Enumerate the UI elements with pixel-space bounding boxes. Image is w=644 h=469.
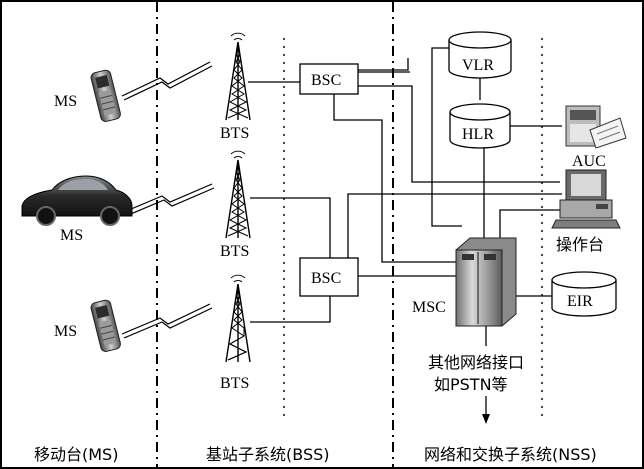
phone-icon [90, 69, 122, 122]
ms-label: MS [60, 227, 83, 244]
phone-icon [90, 299, 122, 352]
bts-label: BTS [220, 243, 249, 260]
radio-link [124, 184, 214, 216]
external-interface-label: 其他网络接口 [428, 353, 524, 372]
ms-label: MS [54, 93, 77, 110]
vlr-label: VLR [462, 57, 494, 74]
server-icon [456, 238, 516, 326]
bts-label: BTS [220, 125, 249, 142]
arrow-down-icon [482, 414, 490, 424]
console-label: 操作台 [556, 235, 604, 254]
msc-label: MSC [412, 299, 446, 316]
bsc-label: BSC [311, 72, 341, 89]
computer-icon [552, 170, 620, 228]
fax-icon [566, 106, 626, 148]
radio-link [122, 62, 212, 100]
hlr-label: HLR [462, 126, 494, 143]
tower-icon [226, 33, 250, 120]
tower-icon [226, 151, 250, 238]
car-icon [22, 176, 132, 225]
tower-icon [226, 275, 250, 362]
region-label-nss: 网络和交换子系统(NSS) [424, 445, 597, 464]
region-label-ms: 移动台(MS) [34, 445, 118, 464]
bts-label: BTS [220, 375, 249, 392]
region-label-bss: 基站子系统(BSS) [206, 445, 330, 464]
bsc-label: BSC [311, 270, 341, 287]
ms-label: MS [54, 323, 77, 340]
eir-label: EIR [567, 293, 593, 310]
auc-label: AUC [572, 153, 606, 170]
radio-link [122, 304, 212, 338]
external-interface-example: 如PSTN等 [434, 375, 508, 394]
